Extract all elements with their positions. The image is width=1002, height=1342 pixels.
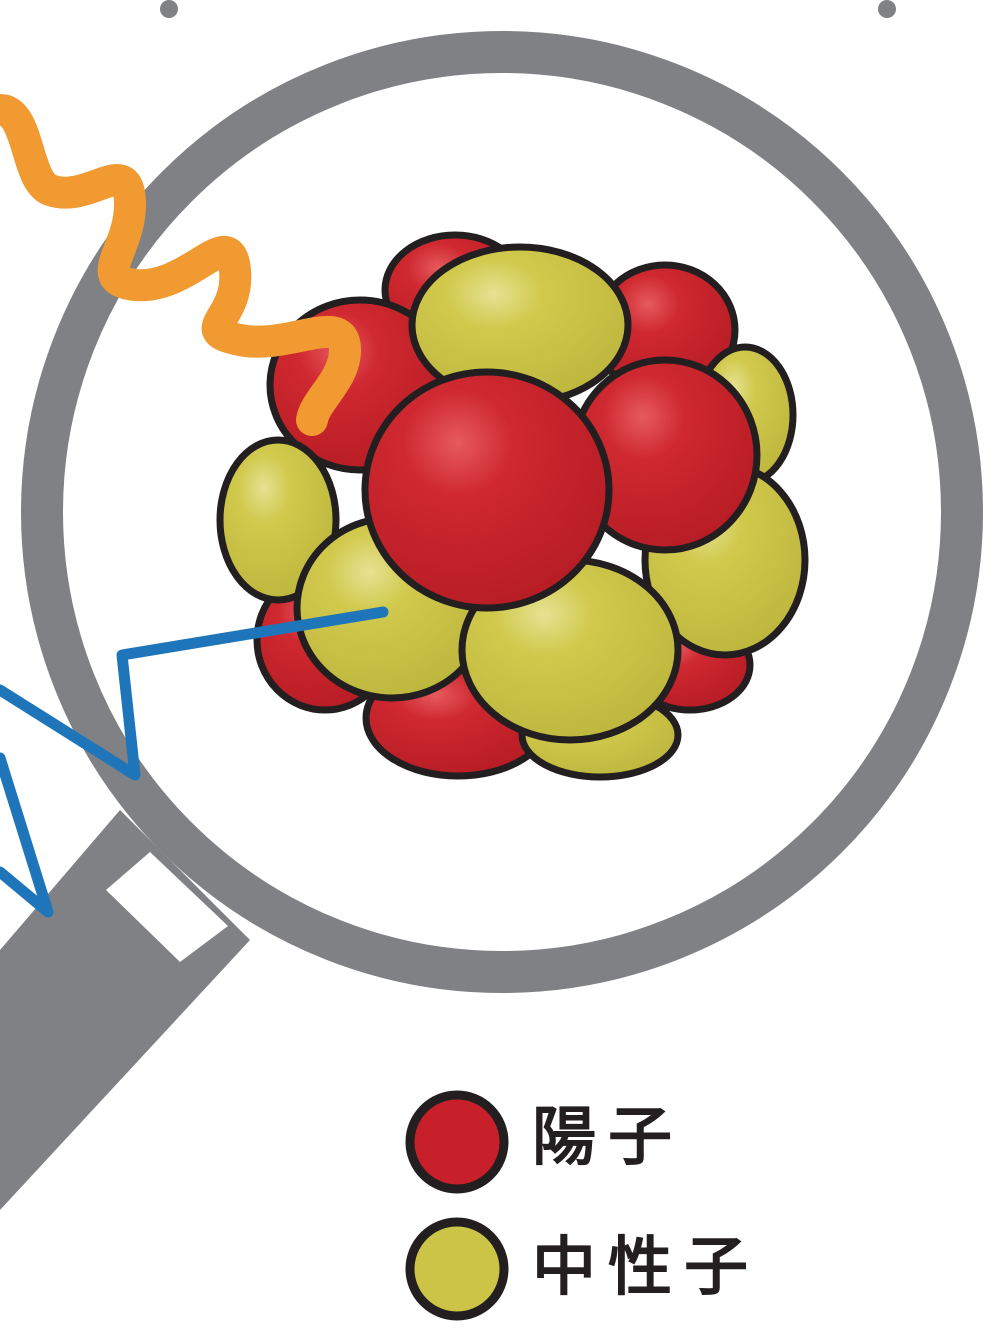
nucleus-icon [220, 235, 805, 777]
legend-neutron-label: 中性子 [532, 1236, 760, 1300]
zigzag-line-icon [0, 758, 48, 912]
decor-dot-right [878, 0, 896, 18]
neutron-legend-icon [410, 1222, 504, 1316]
proton-ball [365, 372, 609, 608]
legend-proton-label: 陽子 [532, 1106, 684, 1170]
proton-legend-icon [410, 1095, 504, 1189]
decor-dot-left [160, 0, 178, 18]
